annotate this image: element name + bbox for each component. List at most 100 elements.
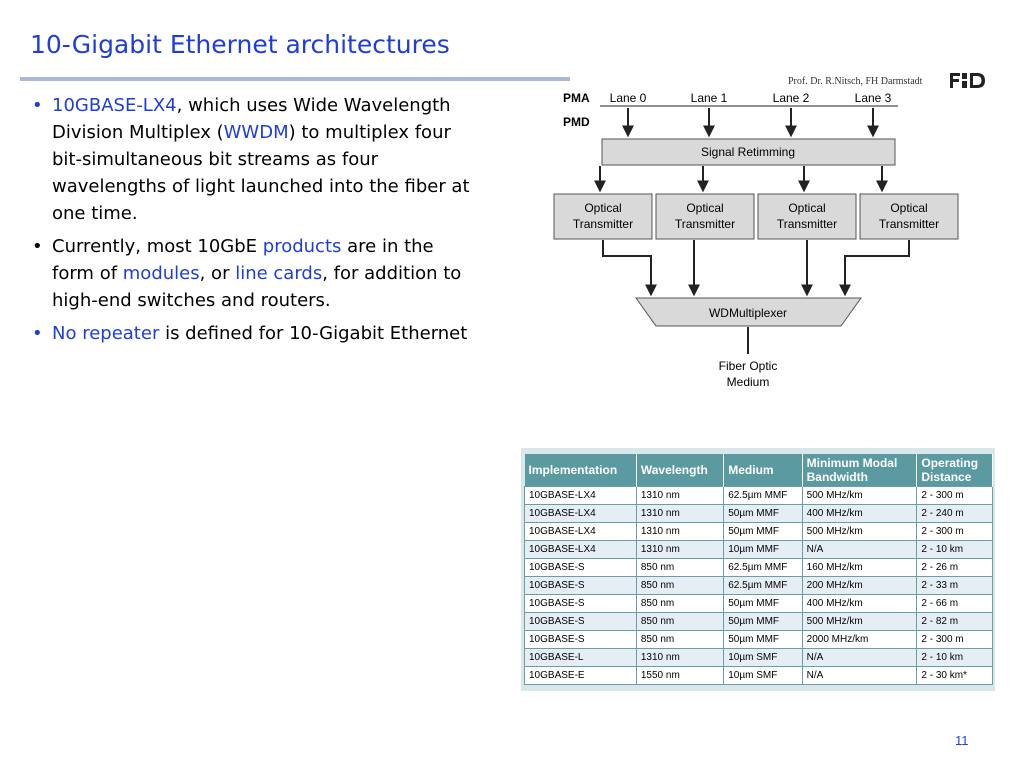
- table-cell: 400 MHz/km: [801, 504, 918, 523]
- table-cell: 1310 nm: [635, 540, 725, 559]
- table-cell: 10µm MMF: [723, 540, 803, 559]
- transmitter-0-line2: Transmitter: [573, 217, 633, 231]
- table-cell: 10GBASE-S: [524, 630, 637, 649]
- optical-transmitter-2: [757, 193, 857, 240]
- table-cell: 10GBASE-LX4: [524, 540, 637, 559]
- bullet-item: •Currently, most 10GbE products are in t…: [30, 233, 480, 314]
- bullet-text: , or: [199, 263, 236, 284]
- table-cell: 200 MHz/km: [801, 576, 918, 595]
- column-header-text: Implementation: [528, 463, 618, 477]
- wdm-multiplexer-block: [635, 297, 862, 327]
- bullet-item: •No repeater is defined for 10-Gigabit E…: [30, 320, 480, 347]
- table-cell: 2 - 30 km*: [916, 666, 993, 685]
- table-cell: 50µm MMF: [723, 630, 803, 649]
- table-cell: 50µm MMF: [723, 522, 803, 541]
- column-header-text: Minimum Modal: [806, 456, 898, 470]
- column-header: Medium: [723, 454, 803, 487]
- lane-1-label: Lane 1: [691, 91, 728, 105]
- bullet-marker: •: [32, 95, 43, 116]
- table-cell: 10GBASE-S: [524, 576, 637, 595]
- table-cell: 50µm MMF: [723, 504, 803, 523]
- table-cell: N/A: [801, 648, 918, 667]
- table-cell: 10GBASE-S: [524, 558, 637, 577]
- table-cell: 850 nm: [635, 594, 725, 613]
- highlighted-term: products: [262, 236, 342, 257]
- author-credit: Prof. Dr. R.Nitsch, FH Darmstadt: [788, 76, 923, 87]
- table-cell: 160 MHz/km: [801, 558, 918, 577]
- table-cell: 10GBASE-LX4: [524, 504, 637, 523]
- bullet-text: , for addition to high-end switches and …: [52, 263, 462, 311]
- page-number: 11: [955, 733, 969, 748]
- table-cell: 500 MHz/km: [801, 486, 918, 505]
- bullet-item: •10GBASE-LX4, which uses Wide Wavelength…: [30, 92, 480, 227]
- transmitter-2-line1: Optical: [788, 201, 825, 215]
- column-header-text: Distance: [921, 470, 972, 484]
- table-cell: 850 nm: [635, 630, 725, 649]
- table-cell: 500 MHz/km: [801, 612, 918, 631]
- table-cell: 850 nm: [635, 612, 725, 631]
- transmitter-3-line2: Transmitter: [879, 217, 939, 231]
- table-cell: 2 - 10 km: [916, 648, 993, 667]
- table-cell: 2000 MHz/km: [801, 630, 918, 649]
- table-cell: 1310 nm: [635, 648, 725, 667]
- table-cell: 1310 nm: [635, 486, 725, 505]
- bullet-marker: •: [32, 323, 43, 344]
- table-cell: 2 - 300 m: [916, 630, 993, 649]
- bullet-text: Currently, most 10GbE: [52, 236, 263, 257]
- table-cell: 2 - 10 km: [916, 540, 993, 559]
- lane-2-label: Lane 2: [773, 91, 810, 105]
- table-cell: 10µm SMF: [723, 666, 803, 685]
- tx-3-connector: [839, 240, 910, 297]
- table-cell: 62.5µm MMF: [723, 576, 803, 595]
- table-cell: 2 - 66 m: [916, 594, 993, 613]
- table-cell: 10GBASE-LX4: [524, 522, 637, 541]
- table-cell: 10GBASE-S: [524, 594, 637, 613]
- optical-transmitter-0: [553, 193, 653, 240]
- fiber-medium-line2: Medium: [727, 375, 770, 389]
- pmd-label: PMD: [563, 115, 590, 129]
- signal-retiming-block: [601, 138, 896, 166]
- table-cell: 400 MHz/km: [801, 594, 918, 613]
- column-header-text: Bandwidth: [806, 470, 868, 484]
- tx-0-connector: [602, 240, 657, 297]
- table-cell: N/A: [801, 666, 918, 685]
- highlighted-term: No repeater: [52, 323, 160, 344]
- table-cell: 62.5µm MMF: [723, 558, 803, 577]
- table-cell: 850 nm: [635, 558, 725, 577]
- table-cell: 2 - 82 m: [916, 612, 993, 631]
- wdm-multiplexer-label: WDMultiplexer: [709, 306, 787, 320]
- optical-transmitter-1: [655, 193, 755, 240]
- table-cell: 2 - 300 m: [916, 522, 993, 541]
- bullet-text: ) to multiplex four bit-simultaneous bit…: [52, 122, 470, 224]
- column-header: Wavelength: [636, 454, 725, 487]
- lx4-architecture-diagram: PMA PMD Lane 0 Lane 1 Lane 2 Lane 3 Sign…: [553, 91, 959, 389]
- highlighted-term: line cards: [235, 263, 323, 284]
- highlighted-term: modules: [122, 263, 200, 284]
- optical-transmitter-3: [859, 193, 959, 240]
- slide-title: 10-Gigabit Ethernet architectures: [30, 30, 450, 59]
- bullet-list: •10GBASE-LX4, which uses Wide Wavelength…: [30, 92, 480, 353]
- table-cell: 2 - 33 m: [916, 576, 993, 595]
- table-cell: 500 MHz/km: [801, 522, 918, 541]
- transmitter-0-line1: Optical: [584, 201, 621, 215]
- table-cell: 10GBASE-S: [524, 612, 637, 631]
- table-cell: 10µm SMF: [723, 648, 803, 667]
- table-cell: 2 - 26 m: [916, 558, 993, 577]
- column-header-text: Medium: [728, 463, 774, 477]
- bullet-text: , which uses Wide Wavelength Division Mu…: [52, 95, 451, 143]
- table-cell: 50µm MMF: [723, 594, 803, 613]
